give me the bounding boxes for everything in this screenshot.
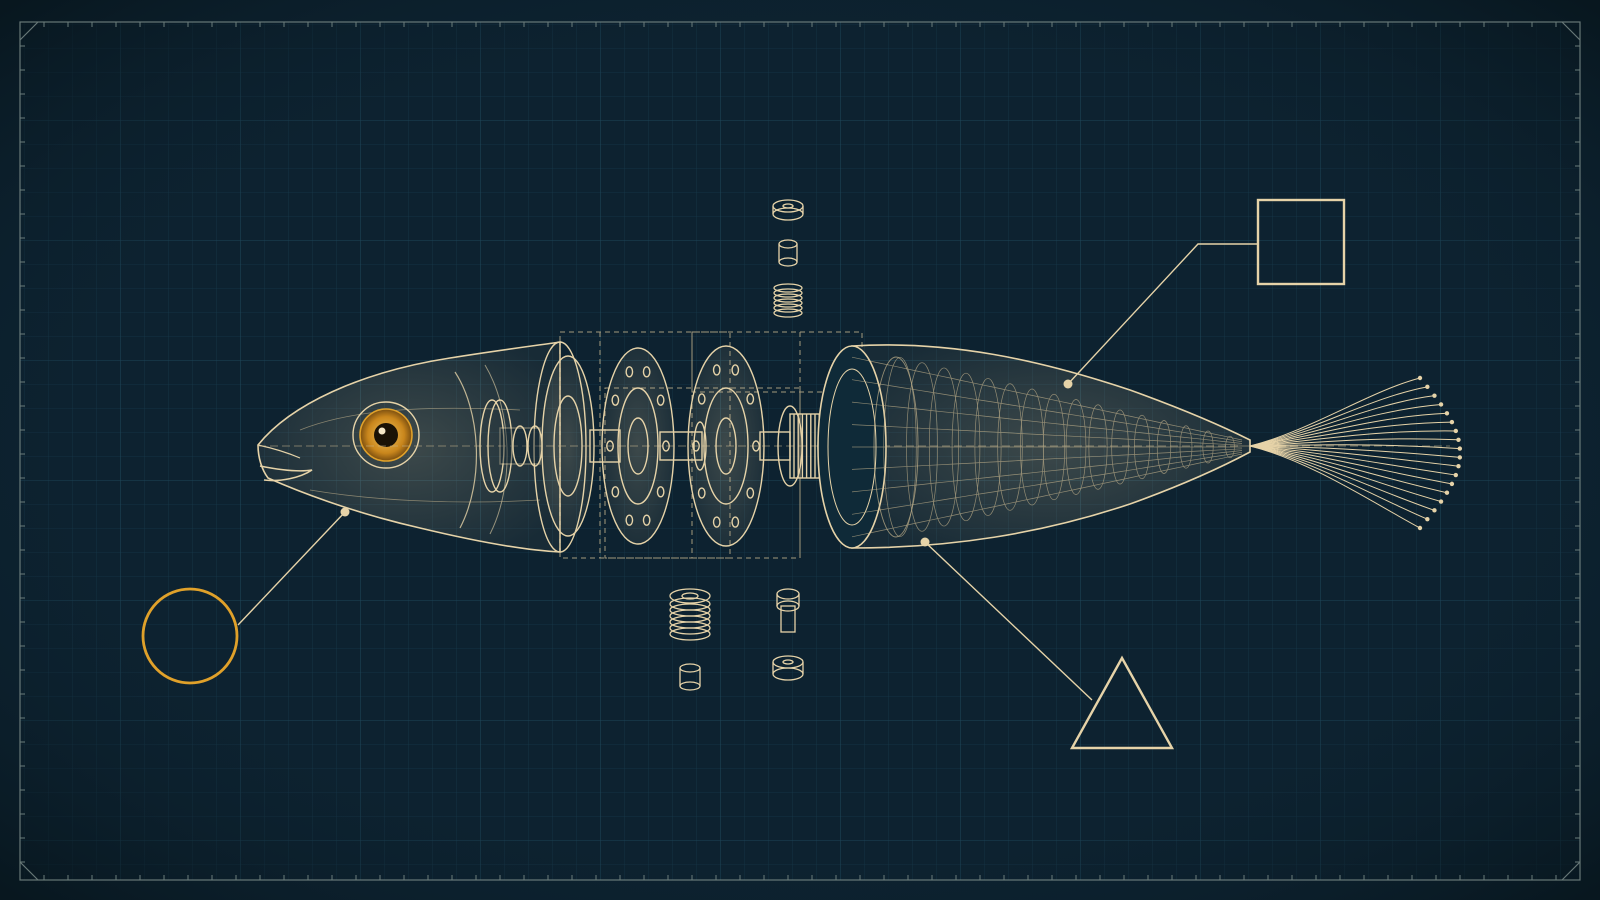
flange-ring-1 [541, 355, 595, 537]
fastener-pin-bottom-left [679, 663, 701, 691]
sheet-frame [19, 21, 1581, 881]
fasteners-top [772, 199, 804, 318]
exploded-parts [479, 345, 843, 547]
callout-circle-marker[interactable] [141, 587, 239, 685]
fish-eye [352, 401, 420, 469]
fastener-nut-bottom [772, 655, 804, 681]
flange-ring-3 [687, 345, 765, 547]
callout-body [1063, 198, 1346, 389]
fastener-spring-top [773, 283, 803, 318]
callout-square-marker[interactable] [1256, 198, 1346, 286]
fastener-pin-top [778, 239, 798, 267]
head-hub [479, 399, 543, 493]
callout-triangle-marker[interactable] [1069, 655, 1175, 750]
fastener-bolt-bottom [776, 588, 800, 633]
callout-head [141, 507, 350, 685]
frame-ticks [20, 22, 1580, 880]
callout-midsection [920, 537, 1175, 750]
flange-ring-2 [601, 347, 675, 545]
fastener-nut-top [772, 199, 804, 221]
fish-body [817, 344, 1463, 549]
fasteners-bottom [669, 588, 804, 691]
fastener-coil-bottom [669, 588, 711, 641]
